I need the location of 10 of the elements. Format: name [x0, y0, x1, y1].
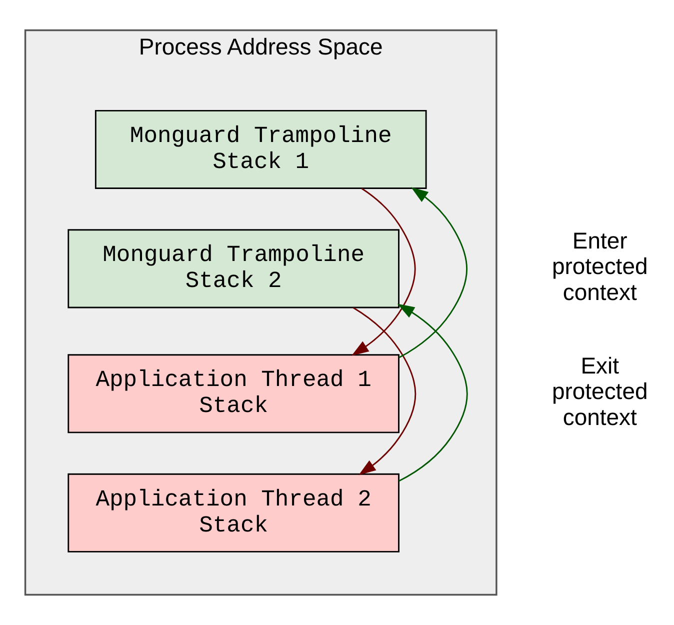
arrow — [397, 304, 468, 482]
node-box: Application Thread 2 Stack — [68, 473, 400, 552]
arrow — [398, 187, 468, 358]
node-box: Application Thread 1 Stack — [68, 354, 400, 434]
label: Exit protected context — [552, 352, 648, 430]
label: Enter protected context — [552, 227, 648, 306]
node-box: Monguard Trampoline Stack 1 — [94, 110, 427, 189]
node-box: Monguard Trampoline Stack 2 — [68, 229, 400, 308]
arrow — [352, 307, 416, 476]
arrow — [352, 188, 416, 356]
